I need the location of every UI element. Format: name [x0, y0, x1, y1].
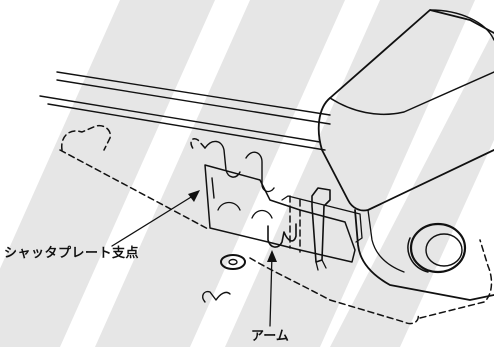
side-bracket [354, 209, 494, 301]
dashed-outlines [59, 124, 493, 325]
knob-outer [409, 222, 467, 274]
washer [220, 254, 246, 270]
dashed-bottom-sweep [249, 257, 420, 325]
shutter-plate-slot [217, 201, 273, 219]
arm-lever-tip [315, 259, 327, 271]
arm-leader [269, 253, 273, 327]
line-art [39, 9, 494, 327]
knob-inner [425, 233, 463, 267]
label-arm: アーム [251, 329, 289, 344]
dashed-arm-guide [289, 195, 301, 253]
dashed-right-cover [419, 239, 493, 319]
arm-lever [311, 187, 331, 263]
rail [281, 195, 363, 243]
bracket-inner-edge [367, 209, 405, 273]
label-shutter-plate-pivot: シャッタプレート支点 [4, 246, 140, 261]
dashed-bracket-upper [190, 138, 206, 151]
shutter-pivot-arrowhead [188, 190, 200, 202]
arm-arrowhead [267, 250, 277, 262]
housing-top-face [329, 71, 494, 116]
dashed-left-bracket [61, 124, 112, 151]
pivot-bracket-right [245, 151, 275, 193]
housing-top-edge [329, 9, 494, 99]
arm-notch [267, 223, 297, 248]
housing-front-panel [317, 97, 494, 212]
dashed-lower-frame [59, 149, 211, 231]
platen-shaft-lines [39, 71, 331, 151]
knob-shaft [407, 237, 429, 273]
shutter-plate [204, 164, 356, 263]
e-ring [202, 290, 231, 303]
shutter-pivot-leader [111, 193, 197, 247]
washer-hole [228, 258, 238, 266]
housing-side-curve [429, 9, 494, 41]
pivot-bracket-left [204, 140, 241, 199]
